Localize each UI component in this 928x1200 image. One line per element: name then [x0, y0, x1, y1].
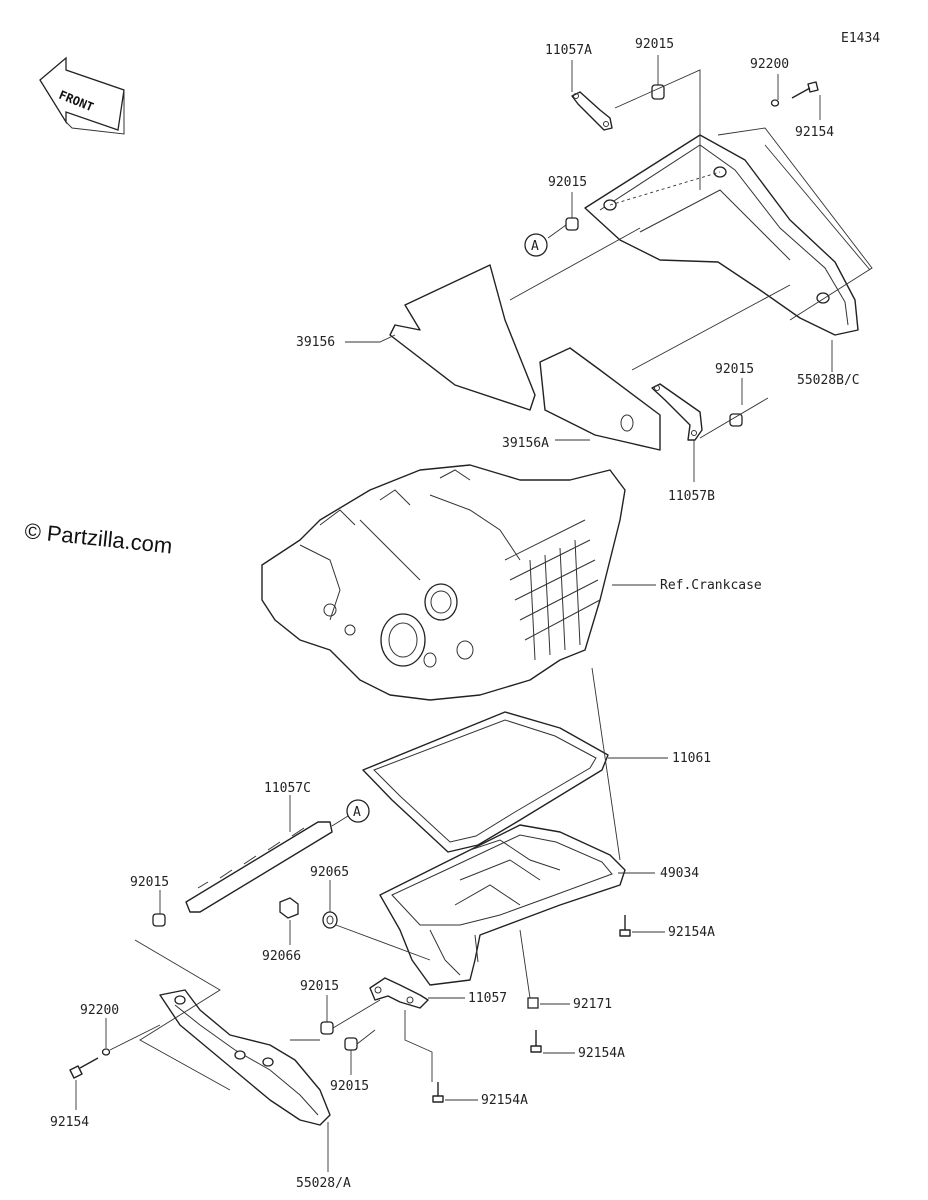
leader-11057-bolt	[404, 1010, 433, 1082]
bracket-11057a	[571, 91, 613, 131]
gasket-11061	[362, 711, 609, 853]
label-92154-low: 92154	[50, 1115, 89, 1130]
washer-92065	[322, 911, 338, 929]
label-11057a: 11057A	[545, 43, 592, 58]
label-92154a-mid: 92154A	[578, 1046, 625, 1061]
pad-39156a	[539, 347, 661, 451]
svg-text:A: A	[353, 805, 361, 820]
label-92015-left: 92015	[548, 175, 587, 190]
label-49034: 49034	[660, 866, 699, 881]
label-92066: 92066	[262, 949, 301, 964]
collar-92015-left	[565, 217, 579, 231]
bolt-92154a-right	[619, 915, 631, 937]
leader-cover-bracket	[290, 999, 381, 1045]
label-39156: 39156	[296, 335, 335, 350]
label-92065: 92065	[310, 865, 349, 880]
bracket-11057c	[185, 821, 333, 913]
leader-cover-lower	[134, 939, 231, 1091]
washer-92200-top	[770, 99, 780, 107]
leader-washer-bolt-low	[109, 1024, 161, 1051]
drain-plug-92066	[279, 897, 299, 919]
label-ref-crankcase: Ref.Crankcase	[660, 578, 762, 593]
bolt-92154-low	[69, 1057, 99, 1079]
bolt-92154-top	[791, 81, 819, 99]
label-92154a-low: 92154A	[481, 1093, 528, 1108]
leader-lines-upper	[345, 55, 873, 482]
front-arrow-icon: FRONT	[39, 56, 125, 135]
svg-text:A: A	[531, 239, 539, 254]
bolt-92154a-low	[432, 1082, 444, 1103]
pad-39156	[389, 264, 536, 411]
collar-92015-right	[729, 413, 743, 427]
nut-92171	[527, 997, 539, 1009]
bracket-11057b	[651, 383, 703, 441]
label-92015-top: 92015	[635, 37, 674, 52]
partzilla-credit: © Partzilla.com	[23, 518, 173, 558]
label-11057: 11057	[468, 991, 507, 1006]
washer-92200-low	[101, 1048, 111, 1056]
label-11057c: 11057C	[264, 781, 311, 796]
cover-55028bc	[584, 134, 859, 336]
diagram-code: E1434	[841, 31, 880, 46]
label-92154a-right: 92154A	[668, 925, 715, 940]
collar-92015-lowleft	[152, 913, 166, 927]
bracket-11057	[369, 977, 429, 1009]
label-92015-lowmid2: 92015	[330, 1079, 369, 1094]
label-92015-lowleft: 92015	[130, 875, 169, 890]
leader-11057c-a	[331, 815, 349, 827]
ref-marker-a-upper: A	[524, 233, 548, 257]
leader-92171-up	[519, 929, 531, 999]
cover-55028a	[159, 989, 331, 1126]
collar-92015-lowmid	[320, 1021, 334, 1035]
label-92015-right: 92015	[715, 362, 754, 377]
label-92015-lowmid: 92015	[300, 979, 339, 994]
label-11057b: 11057B	[668, 489, 715, 504]
bolt-92154a-mid	[530, 1030, 542, 1053]
label-92200-top: 92200	[750, 57, 789, 72]
leader-drain	[335, 924, 431, 961]
crankcase-reference	[261, 464, 626, 701]
part-labels: 11057A 92015 92200 92154 92015 39156 550…	[50, 37, 860, 1191]
label-92171: 92171	[573, 997, 612, 1012]
label-39156a: 39156A	[502, 436, 549, 451]
label-92154-top: 92154	[795, 125, 834, 140]
oil-pan-49034	[379, 824, 626, 986]
ref-marker-a-lower: A	[346, 799, 370, 823]
label-11061: 11061	[672, 751, 711, 766]
leader-pan-crankcase	[591, 667, 621, 861]
label-92200-low: 92200	[80, 1003, 119, 1018]
label-55028bc: 55028B/C	[797, 373, 860, 388]
label-55028a: 55028/A	[296, 1176, 351, 1191]
collar-92015-lowmid2	[344, 1037, 358, 1051]
